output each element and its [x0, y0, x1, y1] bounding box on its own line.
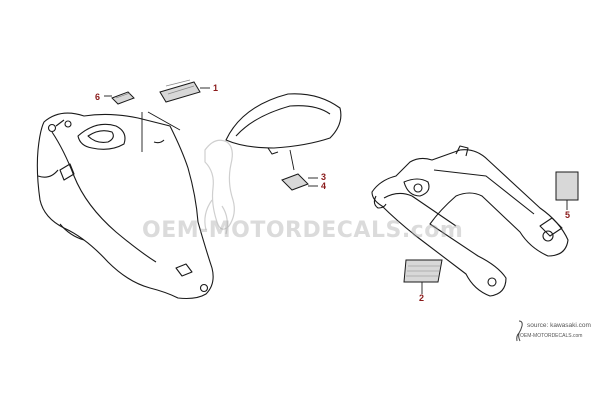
callout-2: 2 [419, 293, 425, 303]
callout-5: 5 [565, 210, 571, 220]
decal-2 [403, 259, 443, 283]
decal-3 [281, 173, 309, 191]
source-rider-icon [516, 320, 523, 342]
swingarm [371, 145, 569, 297]
source-line-1: source: kawasaki.com [527, 322, 591, 329]
fuel-tank [36, 112, 214, 300]
callout-4: 4 [321, 181, 327, 191]
leader-lines [104, 87, 568, 294]
watermark-text: OEM-MOTORDECALS.com [142, 218, 464, 243]
decal-1 [159, 79, 201, 103]
callout-1: 1 [213, 83, 219, 93]
watermark-rider-logo [204, 139, 235, 235]
decal-6 [111, 91, 135, 105]
seat-cowl [225, 93, 342, 155]
source-line-2: OEM-MOTORDECALS.com [520, 333, 583, 339]
decal-5 [555, 171, 579, 201]
callout-3: 3 [321, 172, 327, 182]
callout-6: 6 [95, 92, 101, 102]
